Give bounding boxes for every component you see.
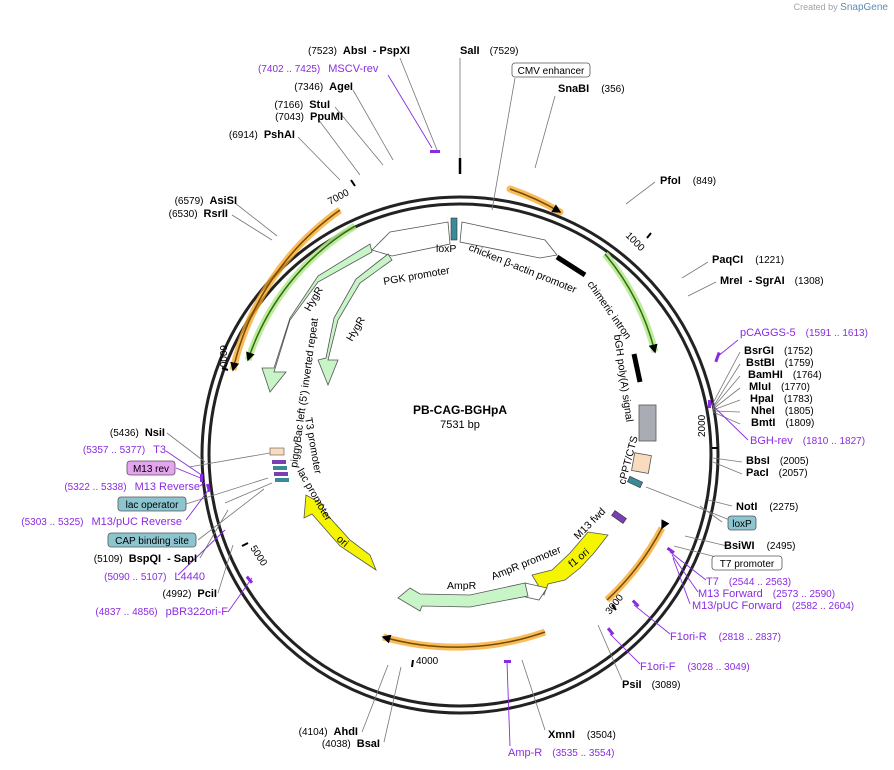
boxed-label-cap-binding-site: CAP binding site bbox=[107, 532, 197, 548]
f1-ori-arrow bbox=[531, 531, 609, 596]
primer-marks bbox=[200, 150, 721, 663]
site-label-hpai: HpaI(1783) bbox=[750, 393, 813, 405]
site-label-stui: (7166)StuI bbox=[274, 99, 330, 111]
primer-label-pcaggs-5: pCAGGS-5(1591 .. 1613) bbox=[740, 327, 868, 339]
loxp-feature-1 bbox=[450, 217, 458, 241]
cppt-small-box bbox=[631, 452, 652, 474]
site-label-bspqi: (5109)BspQI-SapI bbox=[94, 553, 197, 565]
site-label-bstbi: BstBI(1759) bbox=[746, 357, 814, 369]
plasmid-length: 7531 bp bbox=[440, 419, 480, 431]
primer-label-m13-puc-forward: M13/pUC Forward(2582 .. 2604) bbox=[692, 600, 854, 612]
boxed-label-lac-operator: lac operator bbox=[117, 496, 187, 512]
snapgene-watermark: Created by SnapGene bbox=[793, 2, 888, 13]
primer-label-l4440: (5090 .. 5107)L4440 bbox=[104, 571, 205, 583]
t3-small-1 bbox=[272, 460, 286, 464]
svg-text:lac operator: lac operator bbox=[126, 500, 179, 511]
tick-marks bbox=[221, 179, 718, 668]
tick-label-5000: 5000 bbox=[247, 544, 269, 569]
site-label-bsrgi: BsrGI(1752) bbox=[744, 345, 813, 357]
t3-small-3 bbox=[274, 472, 288, 476]
piggybac-left-arrow bbox=[261, 243, 373, 393]
site-label-paci: PacI(2057) bbox=[746, 467, 808, 479]
primer-leader-lines bbox=[165, 74, 749, 747]
primer-label-amp-r: Amp-R(3535 .. 3554) bbox=[508, 747, 615, 759]
boxed-label-m13-rev: M13 rev bbox=[126, 460, 176, 476]
primer-label-mscv-rev: (7402 .. 7425)MSCV-rev bbox=[258, 63, 379, 75]
primer-label-f1ori-f: F1ori-F(3028 .. 3049) bbox=[640, 661, 750, 673]
primer-label-t7: T7(2544 .. 2563) bbox=[706, 576, 791, 588]
feature-label-hygr-inner: HygR bbox=[344, 314, 368, 343]
boxed-label-loxp: loxP bbox=[727, 515, 757, 531]
site-label-mrei: MreI-SgrAI(1308) bbox=[720, 275, 824, 287]
site-label-ahdi: (4104)AhdI bbox=[299, 726, 358, 738]
feature-label-ampr: AmpR bbox=[447, 580, 477, 592]
chimeric-intron-bar bbox=[555, 254, 587, 278]
site-label-bbsi: BbsI(2005) bbox=[746, 455, 809, 467]
primer-label-m13-forward: M13 Forward(2573 .. 2590) bbox=[698, 588, 835, 600]
bgh-polya-bar bbox=[631, 353, 643, 383]
site-label-ppumi: (7043)PpuMI bbox=[275, 111, 343, 123]
tick-label-1000: 1000 bbox=[623, 230, 647, 254]
boxed-label-cmv-enhancer: CMV enhancer bbox=[511, 62, 591, 78]
site-label-absi: (7523)AbsI-PspXI bbox=[308, 45, 410, 57]
primer-label-t3: (5357 .. 5377)T3 bbox=[83, 444, 166, 456]
m13-fwd-marks bbox=[611, 510, 627, 524]
site-label-pcii: (4992)PciI bbox=[163, 588, 217, 600]
primer-label-pbr322ori-f: (4837 .. 4856)pBR322ori-F bbox=[95, 606, 228, 618]
site-label-snabi: SnaBI(356) bbox=[558, 83, 625, 95]
tick-label-7000: 7000 bbox=[326, 187, 351, 207]
primer-label-m13-reverse: (5322 .. 5338)M13 Reverse bbox=[64, 481, 200, 493]
site-label-nsii: (5436)NsiI bbox=[110, 427, 165, 439]
site-label-xmni: XmnI(3504) bbox=[548, 729, 616, 741]
hygr-inner-arrow bbox=[317, 253, 393, 387]
svg-text:M13 rev: M13 rev bbox=[133, 464, 169, 475]
site-label-bamhi: BamHI(1764) bbox=[748, 369, 822, 381]
t3-small-4 bbox=[275, 478, 289, 482]
site-label-bmti: BmtI(1809) bbox=[751, 417, 814, 429]
site-label-mlui: MluI(1770) bbox=[749, 381, 810, 393]
svg-text:T7 promoter: T7 promoter bbox=[720, 559, 775, 570]
svg-text:CAP binding site: CAP binding site bbox=[115, 536, 189, 547]
lac-promoter-bar bbox=[269, 447, 285, 456]
svg-text:CMV enhancer: CMV enhancer bbox=[518, 66, 585, 77]
ori-arrow bbox=[303, 494, 377, 572]
site-label-sali: SalI(7529) bbox=[460, 45, 518, 57]
feature-label-pgk: PGK promoter bbox=[382, 264, 451, 288]
site-label-bsiwi: BsiWI(2495) bbox=[724, 540, 795, 552]
t3-small-2 bbox=[273, 466, 287, 470]
primer-label-f1ori-r: F1ori-R(2818 .. 2837) bbox=[670, 631, 781, 643]
chicken-actin-promoter-arrow bbox=[459, 221, 558, 259]
site-label-paqci: PaqCI(1221) bbox=[712, 254, 784, 266]
site-label-agei: (7346)AgeI bbox=[294, 81, 353, 93]
backbone-outer bbox=[200, 195, 720, 715]
site-label-rsrii: (6530)RsrII bbox=[169, 208, 228, 220]
site-label-nhei: NheI(1805) bbox=[751, 405, 814, 417]
loxp-feature-2 bbox=[626, 475, 644, 489]
feature-label-loxp: loxP bbox=[436, 243, 456, 255]
tick-label-4000: 4000 bbox=[416, 656, 439, 667]
pgk-promoter-arrow bbox=[371, 221, 451, 257]
tick-label-6000: 6000 bbox=[217, 345, 228, 368]
site-label-psii: PsiI(3089) bbox=[622, 679, 680, 691]
tick-label-2000: 2000 bbox=[697, 414, 708, 437]
site-label-bsai: (4038)BsaI bbox=[322, 738, 380, 750]
svg-text:loxP: loxP bbox=[732, 519, 752, 530]
backbone-inner bbox=[207, 202, 713, 708]
ampr-arrow bbox=[397, 582, 529, 612]
primer-label-bgh-rev: BGH-rev(1810 .. 1827) bbox=[750, 435, 865, 447]
feature-label-bgh: bGH poly(A) signal bbox=[611, 334, 635, 423]
site-leader-lines bbox=[166, 57, 744, 743]
plasmid-name: PB-CAG-BGHpA bbox=[413, 403, 507, 417]
cppt-cts-box bbox=[638, 404, 657, 442]
site-label-pshai: (6914)PshAI bbox=[229, 129, 295, 141]
boxed-label-t7-promoter: T7 promoter bbox=[711, 555, 783, 571]
primer-label-m13-puc-reverse: (5303 .. 5325)M13/pUC Reverse bbox=[21, 516, 182, 528]
site-label-pfoi: PfoI(849) bbox=[660, 175, 716, 187]
site-label-asisi: (6579)AsiSI bbox=[175, 195, 237, 207]
site-label-noti: NotI(2275) bbox=[736, 501, 798, 513]
orf-arrow-bottom-right bbox=[604, 526, 666, 603]
